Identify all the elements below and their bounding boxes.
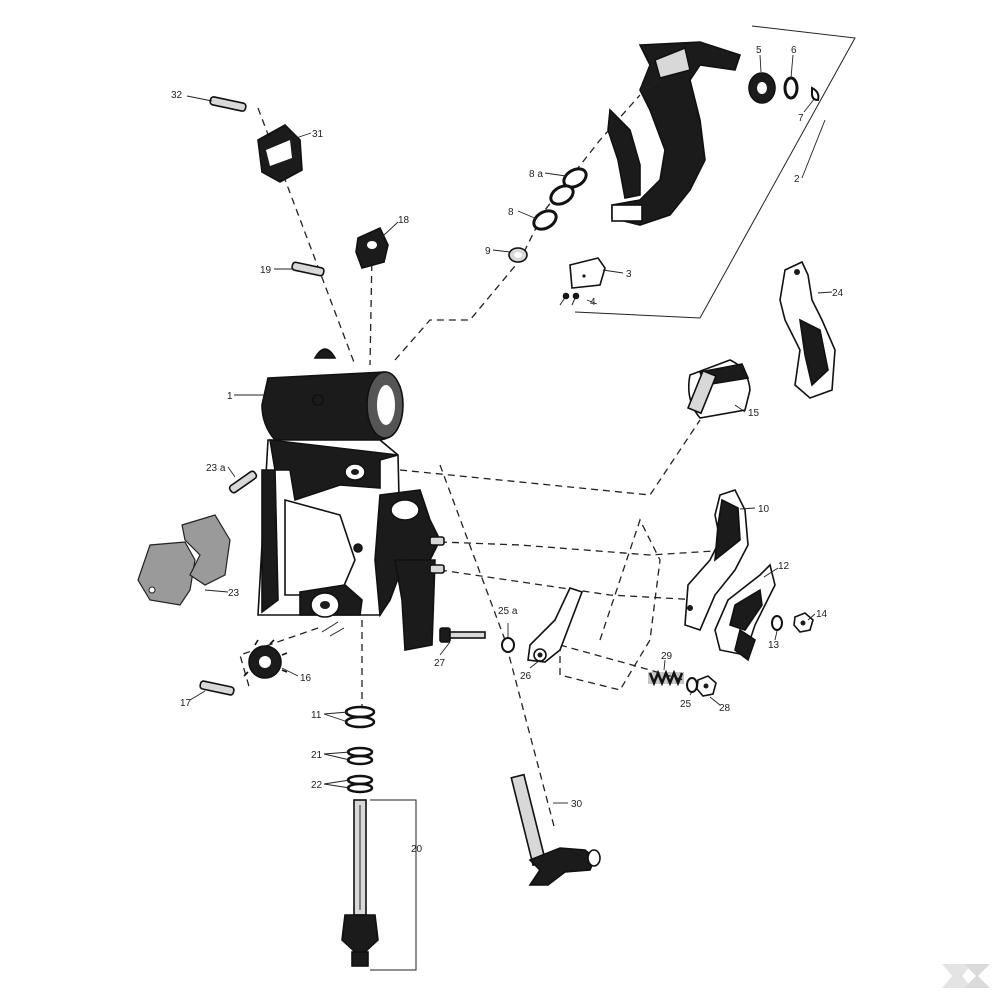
gear-part-16 (243, 639, 288, 679)
callout-26: 26 (520, 671, 532, 682)
callout-23: 23 (228, 588, 240, 599)
callout-8: 8 (508, 207, 514, 218)
leader-lines (186, 54, 833, 804)
pedal-assembly-part-2 (607, 41, 742, 226)
callout-23a: 23 a (206, 463, 226, 474)
callout-18: 18 (398, 215, 410, 226)
washers-part-21 (346, 746, 374, 766)
callout-21: 21 (311, 750, 323, 761)
callout-28: 28 (719, 703, 731, 714)
callout-24: 24 (832, 288, 844, 299)
gasket-part-23 (137, 514, 231, 606)
pin-part-32 (209, 96, 247, 112)
callout-1: 1 (227, 391, 233, 402)
washer-part-25 (686, 677, 698, 693)
plate-part-3 (569, 257, 606, 289)
callout-20: 20 (411, 844, 423, 855)
fork-shaft-part-30 (510, 773, 601, 886)
washer-part-13 (771, 615, 783, 631)
callout-3: 3 (626, 269, 632, 280)
callout-5: 5 (756, 45, 762, 56)
nut-part-14 (793, 612, 814, 633)
callout-6: 6 (791, 45, 797, 56)
callout-9: 9 (485, 246, 491, 257)
callout-25a: 25 a (498, 606, 518, 617)
lever-part-10 (684, 489, 749, 631)
nut-part-28 (696, 675, 717, 697)
washer-part-25a (501, 637, 515, 653)
gear-block-part-31 (257, 124, 303, 183)
main-housing-part-1 (257, 348, 445, 651)
washer-part-6 (783, 76, 799, 100)
washers-part-22 (346, 774, 374, 794)
shaft-part-20 (341, 799, 379, 967)
callout-14: 14 (816, 609, 828, 620)
gear-part-18 (355, 226, 389, 269)
callout-10: 10 (758, 504, 770, 515)
callout-32: 32 (171, 90, 183, 101)
callout-31: 31 (312, 129, 324, 140)
callout-17: 17 (180, 698, 192, 709)
callout-8a: 8 a (529, 169, 543, 180)
fork-lever-part-12 (714, 563, 776, 662)
bushing-part-9 (508, 247, 528, 263)
callout-7: 7 (798, 113, 804, 124)
callout-13: 13 (768, 640, 780, 651)
callout-22: 22 (311, 780, 323, 791)
o-rings-part-8 (532, 167, 588, 231)
piston-part-15 (686, 359, 751, 419)
brand-k-logo-icon (942, 964, 990, 988)
pin-part-19 (291, 261, 325, 277)
callout-25: 25 (680, 699, 692, 710)
bolt-part-27 (439, 627, 486, 643)
callout-16: 16 (300, 673, 312, 684)
callout-15: 15 (748, 408, 760, 419)
callout-labels: 1 2 3 4 5 6 7 8 8 a 9 10 11 12 13 14 15 … (171, 45, 844, 855)
group-bracket-lines (370, 25, 856, 971)
clip-part-7 (811, 86, 820, 102)
lever-part-24 (779, 260, 836, 399)
pin-part-23a (228, 470, 258, 494)
callout-19: 19 (260, 265, 272, 276)
link-part-26 (527, 587, 584, 663)
pin-part-17 (199, 680, 235, 696)
nut-part-5 (748, 72, 776, 104)
callout-29: 29 (661, 651, 673, 662)
callout-11: 11 (311, 710, 322, 721)
spring-part-29 (648, 669, 684, 687)
callout-27: 27 (434, 658, 446, 669)
callout-4: 4 (590, 297, 596, 308)
screws-part-4 (559, 292, 580, 306)
washers-part-11 (344, 705, 376, 729)
callout-12: 12 (778, 561, 790, 572)
callout-30: 30 (571, 799, 583, 810)
callout-2: 2 (794, 174, 800, 185)
